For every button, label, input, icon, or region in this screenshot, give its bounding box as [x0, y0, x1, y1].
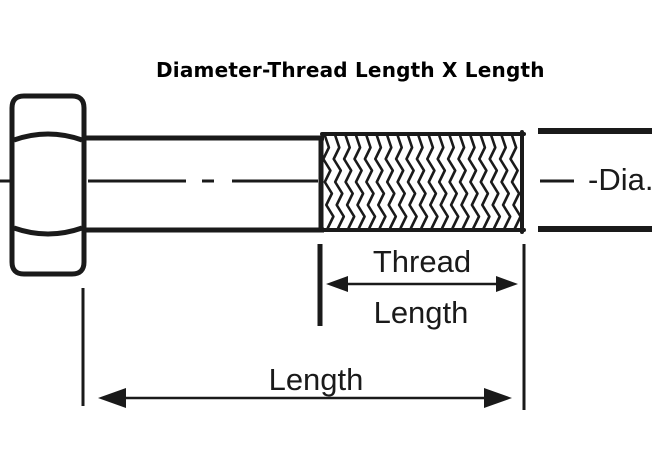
- thread-mark: [436, 134, 450, 230]
- thread-mark: [322, 134, 335, 230]
- thread-mark: [353, 134, 366, 230]
- thread-length-dimension: [326, 276, 518, 292]
- bolt-shank: [84, 135, 324, 233]
- thread-length-label-line1: Thread: [373, 244, 471, 279]
- bolt-thread: [320, 130, 526, 234]
- diagram-title: Diameter-Thread Length X Length: [156, 58, 545, 82]
- thread-length-label-line2: Length: [374, 295, 469, 330]
- thread-mark: [384, 134, 398, 230]
- length-arrow-right: [484, 388, 512, 408]
- thread-mark: [509, 134, 522, 230]
- hex-head-facet-bottom: [13, 225, 83, 237]
- diameter-indicator: [538, 128, 652, 232]
- thread-mark: [394, 134, 408, 230]
- thread-marks: [322, 134, 522, 230]
- extension-lines: [81, 244, 526, 410]
- hex-head-facet-top: [13, 131, 83, 143]
- length-arrow-left: [98, 388, 126, 408]
- thread-mark: [374, 134, 387, 230]
- thread-mark: [478, 134, 491, 230]
- thread-mark: [405, 134, 418, 230]
- thread-mark: [363, 134, 377, 230]
- thread-mark: [426, 134, 439, 230]
- thread-length-arrow-right: [496, 276, 518, 292]
- diameter-label: -Dia.: [588, 162, 653, 197]
- thread-mark: [332, 134, 346, 230]
- bolt-head: [9, 93, 87, 277]
- thread-mark: [415, 134, 429, 230]
- thread-mark: [457, 134, 470, 230]
- hex-head-outline: [9, 93, 87, 277]
- thread-mark: [488, 134, 502, 230]
- length-dimension: [98, 388, 512, 408]
- thread-length-arrow-left: [326, 276, 348, 292]
- thread-mark: [498, 134, 512, 230]
- thread-mark: [467, 134, 481, 230]
- thread-mark: [342, 134, 356, 230]
- thread-mark: [446, 134, 460, 230]
- length-label: Length: [269, 362, 364, 397]
